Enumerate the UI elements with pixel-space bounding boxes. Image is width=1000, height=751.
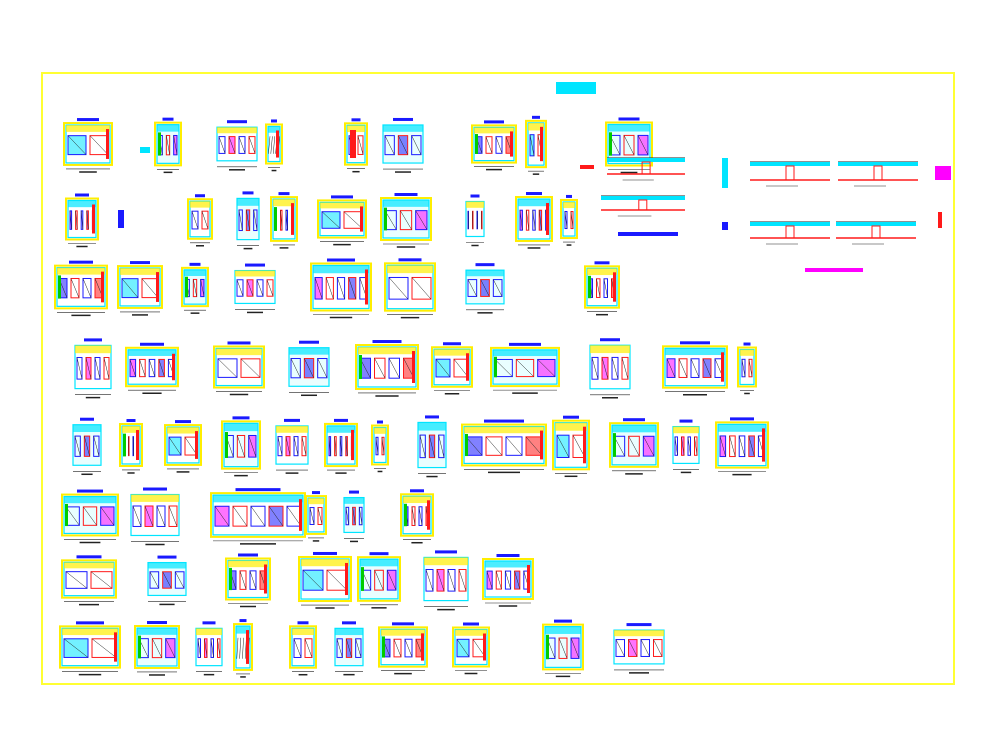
detail-drawing: [662, 341, 728, 396]
sheet-frame: [41, 72, 955, 685]
detail-drawing: [382, 117, 424, 173]
detail-drawing: [61, 489, 119, 544]
detail-drawing: [384, 258, 436, 319]
section-drawing: [838, 161, 918, 187]
detail-drawing: [490, 342, 560, 394]
detail-drawing: [525, 115, 547, 175]
detail-drawing: [482, 553, 534, 607]
detail-drawing: [371, 420, 389, 473]
detail-marker: [118, 210, 124, 228]
detail-drawing: [471, 120, 517, 171]
detail-drawing: [125, 342, 179, 394]
detail-drawing: [672, 419, 700, 474]
detail-drawing: [298, 551, 352, 609]
detail-drawing: [465, 194, 485, 247]
detail-drawing: [213, 341, 265, 396]
detail-drawing: [236, 191, 260, 250]
detail-drawing: [234, 263, 276, 314]
detail-marker: [580, 165, 594, 169]
detail-drawing: [552, 415, 590, 478]
detail-drawing: [515, 192, 553, 249]
detail-drawing: [461, 419, 547, 474]
detail-drawing: [225, 553, 271, 608]
detail-drawing: [119, 419, 143, 474]
section-drawing: [750, 161, 830, 187]
detail-drawing: [324, 418, 358, 474]
detail-marker: [618, 232, 678, 236]
detail-marker: [722, 222, 728, 230]
detail-drawing: [452, 622, 490, 675]
detail-drawing: [400, 489, 434, 544]
section-drawing: [750, 221, 830, 245]
detail-drawing: [737, 342, 757, 395]
section-drawing: [836, 221, 916, 245]
detail-drawing: [54, 260, 108, 317]
detail-drawing: [134, 621, 180, 676]
section-drawing: [607, 157, 685, 181]
detail-drawing: [560, 194, 578, 246]
detail-drawing: [355, 340, 419, 397]
detail-drawing: [187, 194, 213, 247]
detail-drawing: [305, 491, 327, 542]
detail-drawing: [317, 195, 367, 246]
section-drawing: [601, 195, 685, 217]
detail-drawing: [265, 119, 283, 172]
detail-marker: [935, 166, 951, 180]
detail-drawing: [465, 263, 505, 314]
detail-marker: [805, 268, 863, 272]
detail-marker: [722, 158, 728, 188]
detail-drawing: [288, 340, 330, 397]
detail-drawing: [357, 552, 401, 609]
detail-drawing: [584, 261, 620, 316]
detail-marker: [938, 212, 942, 228]
detail-drawing: [378, 622, 428, 675]
detail-drawing: [715, 417, 769, 476]
detail-drawing: [289, 621, 317, 676]
detail-drawing: [164, 420, 202, 473]
detail-drawing: [343, 490, 365, 543]
detail-drawing: [59, 621, 121, 676]
detail-drawing: [147, 555, 187, 606]
detail-drawing: [605, 117, 653, 174]
detail-drawing: [431, 342, 473, 395]
detail-drawing: [181, 262, 209, 314]
detail-drawing: [613, 623, 665, 674]
detail-drawing: [423, 550, 469, 611]
detail-drawing: [74, 338, 112, 399]
detail-drawing: [221, 416, 261, 477]
detail-drawing: [380, 193, 432, 248]
detail-drawing: [589, 338, 631, 399]
detail-drawing: [542, 619, 584, 678]
detail-drawing: [72, 417, 102, 476]
detail-drawing: [270, 192, 298, 249]
detail-drawing: [61, 555, 117, 606]
detail-drawing: [216, 120, 258, 171]
detail-drawing: [63, 118, 113, 173]
detail-drawing: [310, 258, 372, 319]
detail-drawing: [334, 621, 364, 676]
detail-marker: [140, 147, 150, 153]
detail-drawing: [275, 418, 309, 474]
detail-drawing: [154, 117, 182, 174]
detail-drawing: [130, 487, 180, 546]
detail-marker: [556, 82, 596, 94]
detail-drawing: [65, 193, 99, 248]
detail-marker: [350, 130, 356, 158]
detail-drawing: [210, 488, 306, 545]
detail-drawing: [195, 621, 223, 676]
detail-drawing: [609, 418, 659, 475]
detail-drawing: [117, 261, 163, 316]
detail-drawing: [233, 619, 253, 678]
detail-drawing: [417, 415, 447, 478]
